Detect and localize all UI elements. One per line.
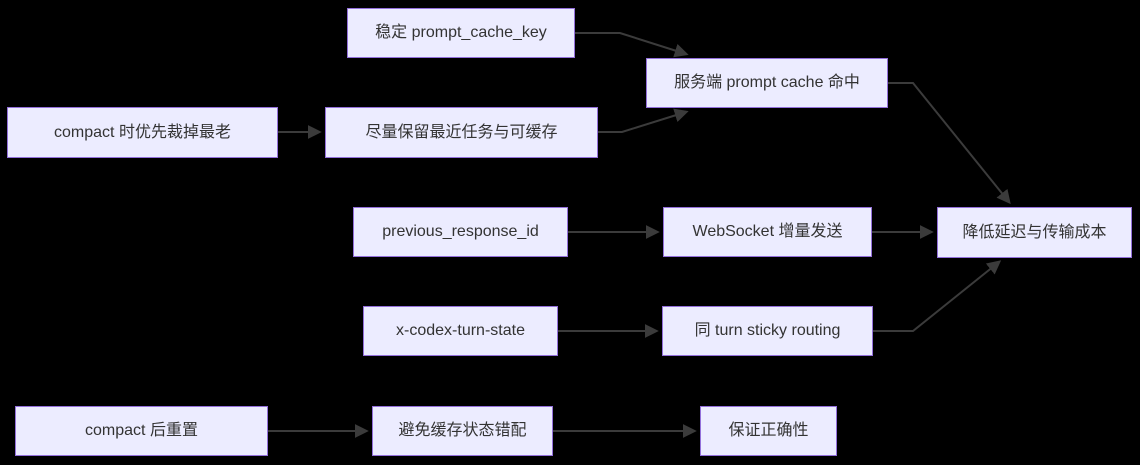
node-turn-sticky-routing: 同 turn sticky routing xyxy=(662,306,873,356)
node-x-codex-turn-state: x-codex-turn-state xyxy=(363,306,558,356)
node-previous-response-id: previous_response_id xyxy=(353,207,568,257)
node-compact-trim-oldest: compact 时优先裁掉最老 xyxy=(7,107,278,158)
node-keep-recent-cacheable: 尽量保留最近任务与可缓存 xyxy=(325,107,598,158)
node-lower-latency-and-transfer-cost: 降低延迟与传输成本 xyxy=(937,207,1132,258)
edge-servercache-to-lowerlatency xyxy=(888,82,1011,205)
node-compact-reset: compact 后重置 xyxy=(15,406,268,456)
edge-stable-to-servercache xyxy=(575,32,689,58)
node-ensure-correctness: 保证正确性 xyxy=(700,406,837,456)
node-websocket-incremental-send: WebSocket 增量发送 xyxy=(663,207,872,257)
edge-sticky-to-lowerlatency xyxy=(873,260,1002,332)
node-server-prompt-cache-hit: 服务端 prompt cache 命中 xyxy=(646,58,888,108)
node-stable-prompt-cache-key: 稳定 prompt_cache_key xyxy=(347,8,575,58)
edge-keeprecent-to-servercache xyxy=(598,108,689,133)
node-avoid-cache-state-mismatch: 避免缓存状态错配 xyxy=(372,406,553,456)
